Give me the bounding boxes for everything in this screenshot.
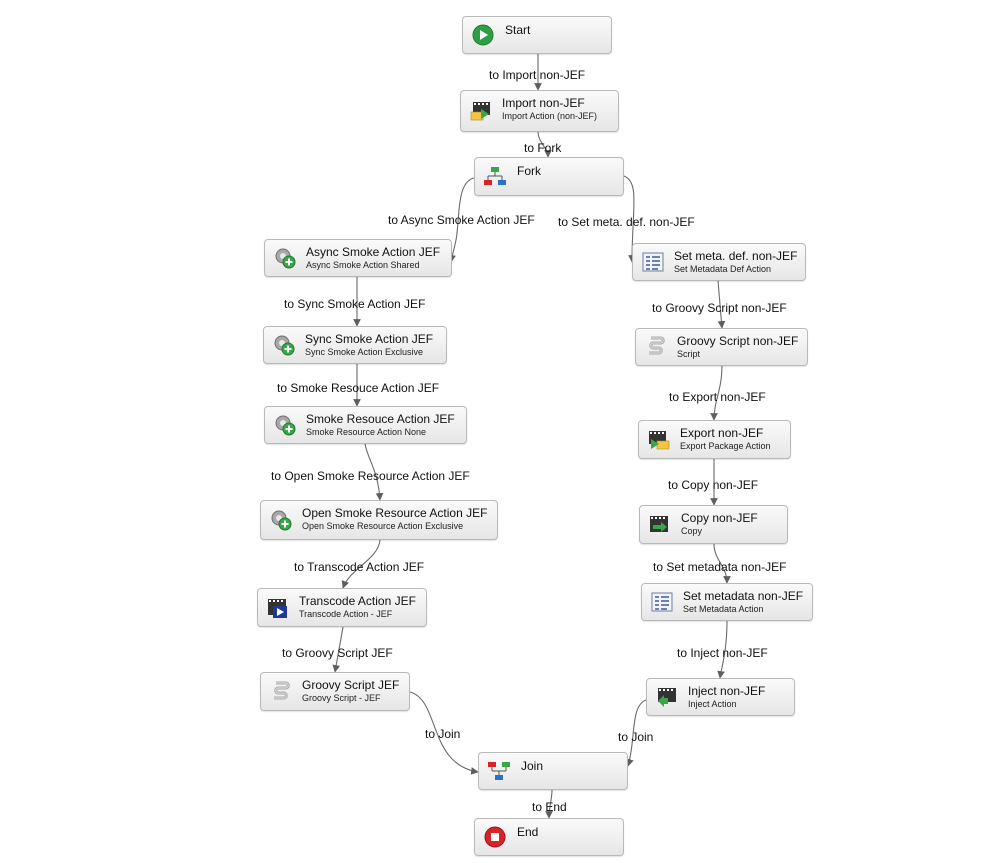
node-subtitle: Smoke Resource Action None — [306, 427, 427, 437]
node-title: Set meta. def. non-JEF — [674, 249, 798, 263]
node-title: Async Smoke Action JEF — [306, 245, 441, 259]
import-icon — [470, 102, 490, 121]
node-subtitle: Groovy Script - JEF — [302, 693, 381, 703]
node-groovy-script-jef[interactable]: Groovy Script JEF Groovy Script - JEF — [260, 672, 410, 711]
edge-copy-setmeta — [713, 543, 731, 584]
node-copy-non-jef[interactable]: Copy non-JEF Copy — [639, 505, 788, 544]
edge-label-groovyjef-join: to Join — [425, 727, 461, 741]
export-icon — [649, 430, 670, 449]
node-join[interactable]: Join — [478, 752, 628, 790]
copy-icon — [650, 515, 668, 532]
start-icon — [472, 24, 494, 46]
edge-import-fork — [537, 131, 552, 158]
edge-groovy-export — [710, 365, 723, 421]
node-smoke-resouce-action[interactable]: Smoke Resouce Action JEF Smoke Resource … — [264, 406, 467, 444]
node-subtitle: Set Metadata Def Action — [674, 264, 772, 274]
node-title: Open Smoke Resource Action JEF — [302, 506, 488, 520]
node-fork[interactable]: Fork — [474, 157, 624, 196]
edge-label-inject-join: to Join — [618, 730, 654, 744]
edge-transcode-groovyjef — [332, 626, 344, 673]
node-subtitle: Copy — [681, 526, 703, 536]
script-icon — [649, 336, 665, 355]
edge-groovyjef-join — [409, 691, 479, 775]
gear-add-icon — [274, 335, 295, 356]
edge-label-fork-async: to Async Smoke Action JEF — [388, 213, 535, 227]
edge-label-groovy-export: to Export non-JEF — [669, 390, 766, 404]
edge-label-fork-setmetadef: to Set meta. def. non-JEF — [558, 215, 695, 229]
edge-label-join-end: to End — [532, 800, 567, 814]
edge-label-transcode-groovyjef: to Groovy Script JEF — [282, 646, 393, 660]
node-title: Sync Smoke Action JEF — [305, 332, 434, 346]
node-subtitle: Set Metadata Action — [683, 604, 764, 614]
edge-label-export-copy: to Copy non-JEF — [668, 478, 759, 492]
node-subtitle: Import Action (non-JEF) — [502, 111, 598, 121]
edge-resouce-openres — [364, 443, 384, 501]
gear-add-icon — [275, 415, 296, 436]
edge-setmeta-inject — [717, 620, 728, 679]
node-subtitle: Open Smoke Resource Action Exclusive — [302, 521, 464, 531]
node-export-non-jef[interactable]: Export non-JEF Export Package Action — [638, 420, 791, 459]
node-set-meta-def[interactable]: Set meta. def. non-JEF Set Metadata Def … — [632, 243, 806, 281]
node-title: Groovy Script non-JEF — [677, 334, 799, 348]
node-title: Set metadata non-JEF — [683, 589, 804, 603]
script-icon — [274, 681, 290, 699]
node-subtitle: Sync Smoke Action Exclusive — [305, 347, 424, 357]
node-import-non-jef[interactable]: Import non-JEF Import Action (non-JEF) — [460, 90, 619, 132]
edge-openres-transcode — [341, 539, 381, 589]
node-groovy-script-non-jef[interactable]: Groovy Script non-JEF Script — [635, 328, 808, 366]
node-title: Export non-JEF — [680, 426, 764, 440]
node-open-smoke-resource-action[interactable]: Open Smoke Resource Action JEF Open Smok… — [260, 500, 498, 540]
inject-icon — [658, 688, 676, 707]
node-async-smoke-action[interactable]: Async Smoke Action JEF Async Smoke Actio… — [264, 239, 452, 277]
node-title: Fork — [517, 164, 541, 178]
node-start[interactable]: Start — [462, 16, 612, 54]
gear-add-icon — [271, 510, 292, 531]
edge-setmetadef-groovy — [717, 280, 726, 329]
edge-label-copy-setmeta: to Set metadata non-JEF — [653, 560, 787, 574]
node-title: Start — [505, 23, 531, 37]
edge-label-async-sync: to Sync Smoke Action JEF — [284, 297, 426, 311]
node-title: End — [517, 825, 539, 839]
gear-add-icon — [275, 248, 296, 269]
edge-join-end — [545, 789, 553, 819]
node-title: Import non-JEF — [502, 96, 585, 110]
edge-label-import-fork: to Fork — [524, 141, 562, 155]
node-subtitle: Async Smoke Action Shared — [306, 260, 420, 270]
edge-fork-async — [448, 177, 475, 263]
node-title: Join — [521, 759, 544, 773]
node-title: Transcode Action JEF — [299, 594, 416, 608]
node-inject-non-jef[interactable]: Inject non-JEF Inject Action — [646, 678, 795, 716]
edge-inject-join — [626, 699, 647, 767]
edge-label-setmeta-inject: to Inject non-JEF — [677, 646, 768, 660]
node-title: Smoke Resouce Action JEF — [306, 412, 455, 426]
node-subtitle: Transcode Action - JEF — [299, 609, 393, 619]
edge-label-resouce-openres: to Open Smoke Resource Action JEF — [271, 469, 470, 483]
node-end[interactable]: End — [474, 818, 624, 856]
fork-icon — [484, 166, 506, 185]
metadata-icon — [651, 592, 673, 612]
node-title: Groovy Script JEF — [302, 678, 400, 692]
node-subtitle: Script — [677, 349, 701, 359]
node-title: Inject non-JEF — [688, 684, 766, 698]
node-subtitle: Inject Action — [688, 699, 737, 709]
node-subtitle: Export Package Action — [680, 441, 771, 451]
transcode-icon — [268, 598, 287, 618]
node-set-metadata[interactable]: Set metadata non-JEF Set Metadata Action — [641, 583, 813, 621]
node-transcode-action[interactable]: Transcode Action JEF Transcode Action - … — [257, 588, 427, 627]
node-title: Copy non-JEF — [681, 511, 758, 525]
edge-label-start-import: to Import non-JEF — [489, 68, 586, 82]
metadata-icon — [642, 252, 664, 272]
end-icon — [484, 826, 506, 848]
edge-label-setmetadef-groovy: to Groovy Script non-JEF — [652, 301, 787, 315]
edge-label-sync-resouce: to Smoke Resouce Action JEF — [277, 381, 440, 395]
node-sync-smoke-action[interactable]: Sync Smoke Action JEF Sync Smoke Action … — [263, 326, 447, 364]
edge-label-openres-transcode: to Transcode Action JEF — [294, 560, 425, 574]
join-icon — [488, 762, 510, 780]
